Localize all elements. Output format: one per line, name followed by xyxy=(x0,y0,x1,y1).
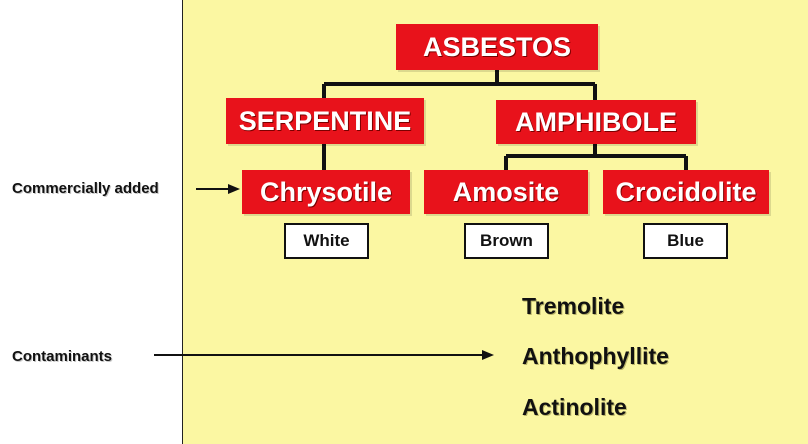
crocidolite-label: Crocidolite xyxy=(615,176,757,207)
contaminants-label: Contaminants xyxy=(12,348,113,365)
asbestos-label: ASBESTOS xyxy=(422,31,572,62)
amosite-label: Amosite xyxy=(452,176,560,207)
panel-divider xyxy=(182,0,183,444)
amphibole-node: AMPHIBOLE xyxy=(496,100,696,144)
contaminant-tremolite: Tremolite xyxy=(522,293,625,319)
chrysotile-node: Chrysotile xyxy=(242,170,410,214)
crocidolite-color-label: Blue xyxy=(667,231,704,250)
chrysotile-label: Chrysotile xyxy=(259,176,393,207)
amosite-color-box: Brown xyxy=(464,223,549,259)
chrysotile-color-box: White xyxy=(284,223,369,259)
contaminants-arrowhead xyxy=(482,350,494,360)
asbestos-node: ASBESTOS xyxy=(396,24,598,70)
contaminant-actinolite: Actinolite xyxy=(522,394,627,420)
commercially-added-arrowhead xyxy=(228,184,240,194)
commercially-added-label: Commercially added xyxy=(12,180,159,197)
serpentine-node: SERPENTINE xyxy=(226,98,424,144)
contaminant-anthophyllite: Anthophyllite xyxy=(522,343,669,369)
amosite-node: Amosite xyxy=(424,170,588,214)
crocidolite-color-box: Blue xyxy=(643,223,728,259)
amosite-color-label: Brown xyxy=(480,231,533,250)
crocidolite-node: Crocidolite xyxy=(603,170,769,214)
left-label-panel xyxy=(0,0,182,444)
amphibole-label: AMPHIBOLE xyxy=(515,106,677,137)
chrysotile-color-label: White xyxy=(303,231,350,250)
serpentine-label: SERPENTINE xyxy=(238,105,412,136)
